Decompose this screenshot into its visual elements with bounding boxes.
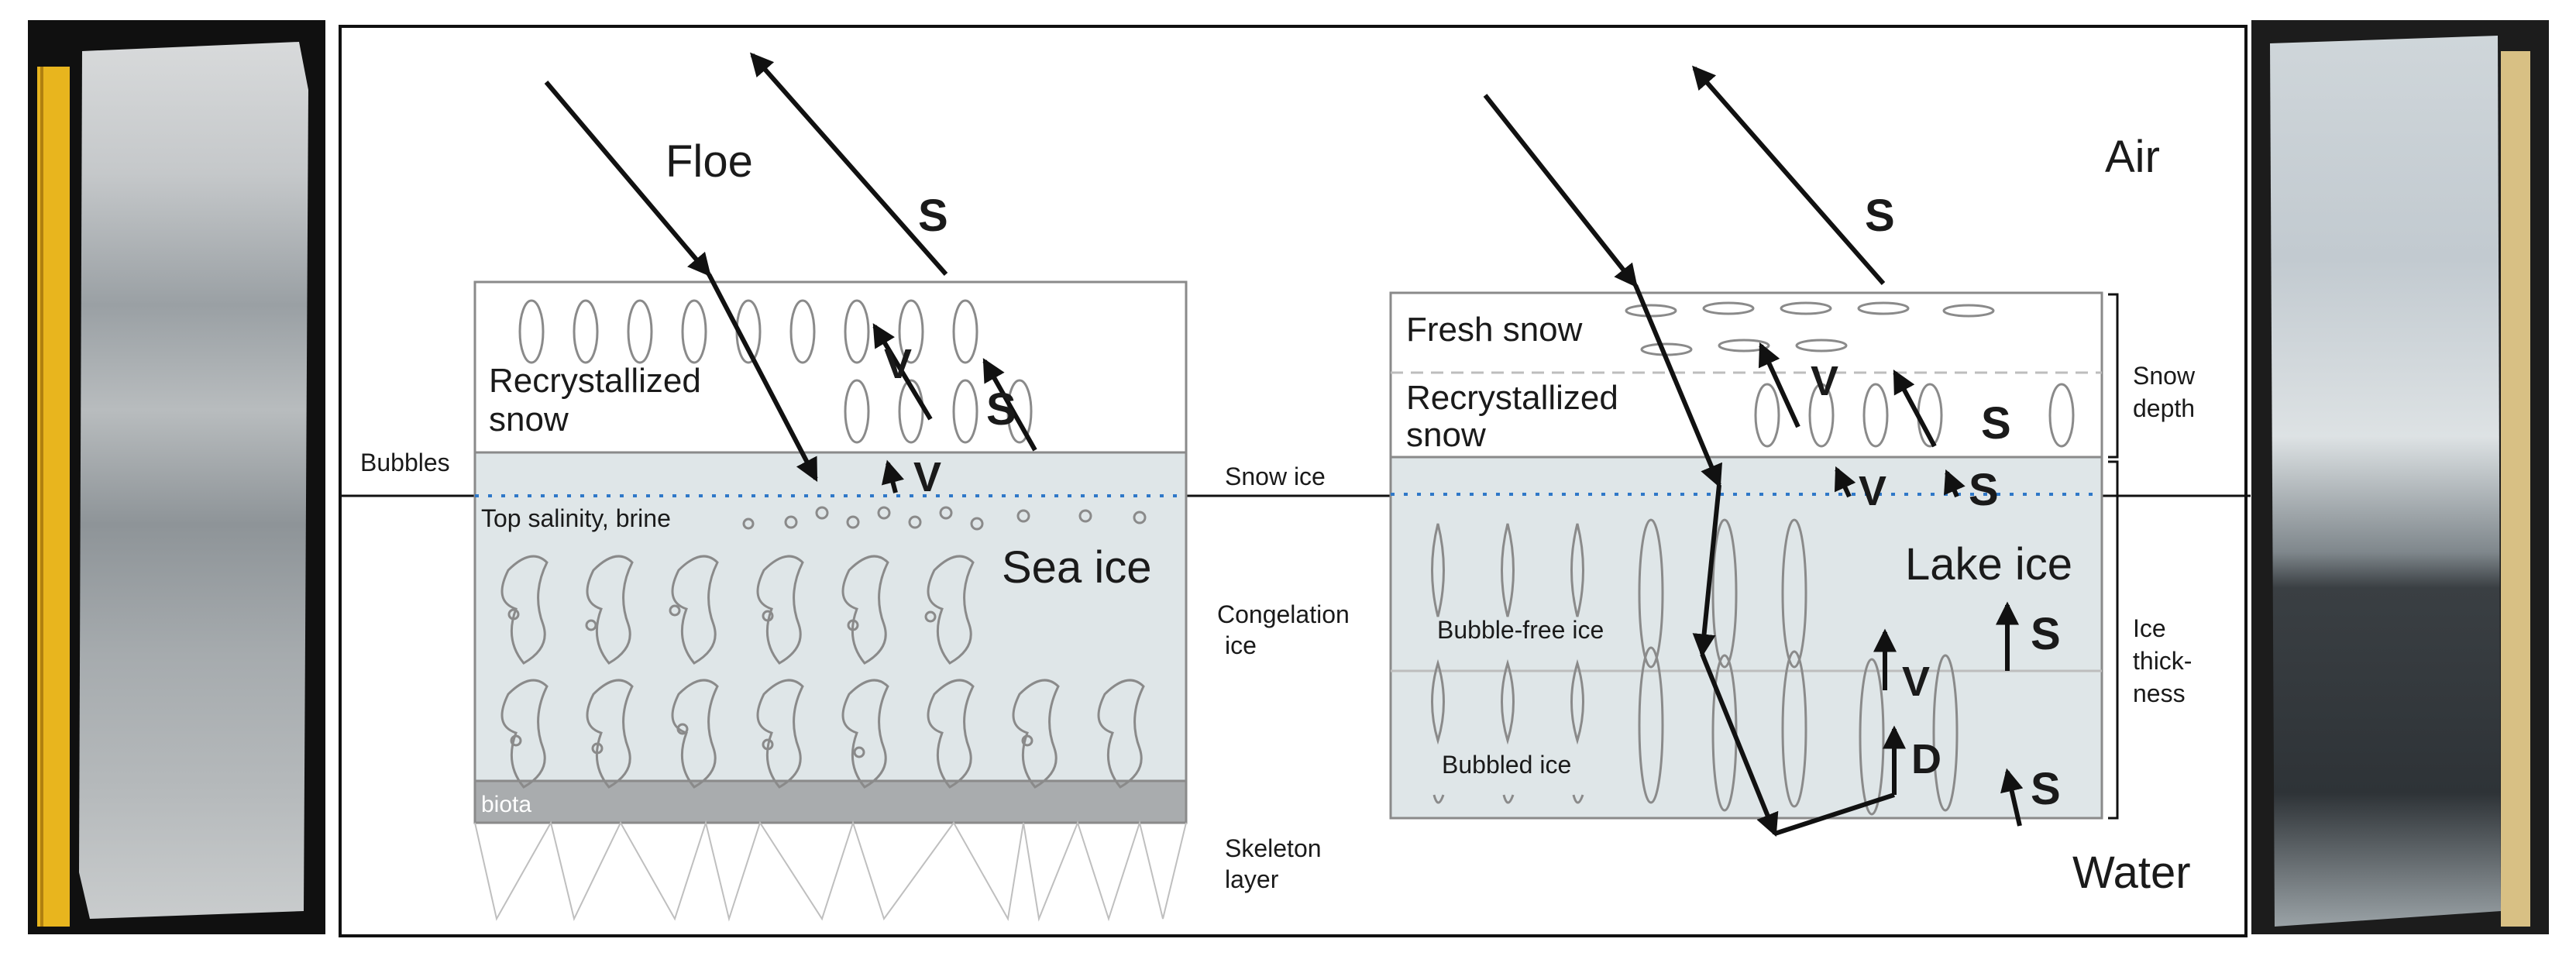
bubbles-label: Bubbles	[360, 449, 450, 476]
lake-arrows	[1483, 65, 2024, 837]
congelation-ice-label-2: ice	[1225, 631, 1257, 659]
sea-ice-label: Sea ice	[1002, 542, 1151, 593]
sea-arrow-s-label: S	[918, 191, 948, 241]
bubble-free-ice-label: Bubble-free ice	[1437, 616, 1604, 644]
lake-snow-bubbles	[1754, 383, 2075, 448]
floe-label: Floe	[665, 136, 753, 187]
sea-arrows	[544, 52, 1037, 493]
skeleton-layer-label-2: layer	[1225, 865, 1279, 893]
lake-s-label-upper: S	[1981, 398, 2011, 449]
sea-recrystallized-label: Recrystallized	[489, 362, 701, 400]
snow-ice-label: Snow ice	[1225, 463, 1326, 490]
sea-v-label-lower: V	[913, 454, 941, 500]
lake-recrystallized-label-2: snow	[1406, 416, 1486, 454]
ice-schematic-diagram: Floe S Recrystallized snow V S V Bubbles…	[339, 25, 2251, 937]
lake-ice-label: Lake ice	[1905, 539, 2072, 590]
ice-core	[79, 42, 308, 919]
sea-ice-layer	[473, 451, 1188, 782]
sea-ice-core-photo	[28, 20, 325, 934]
lake-s-label-middle: S	[1969, 465, 1999, 515]
sea-s-label-upper: S	[986, 384, 1016, 435]
biota-layer	[473, 779, 1188, 824]
skeleton-layer-label: Skeleton	[1225, 834, 1322, 862]
congelation-ice-label: Congelation	[1217, 600, 1350, 628]
lake-s-label-bottom: S	[2031, 764, 2061, 814]
lake-v-label-lower: V	[1902, 659, 1930, 705]
skeleton-layer-spikes	[474, 820, 1187, 922]
sea-snow-bubbles	[518, 299, 1033, 444]
air-label: Air	[2105, 132, 2160, 182]
top-salinity-label: Top salinity, brine	[481, 504, 671, 532]
d-label: D	[1911, 736, 1941, 782]
ice-thickness-label: Ice	[2133, 614, 2166, 642]
ice-core	[2270, 36, 2501, 927]
ice-thickness-label-2: thick-	[2133, 647, 2192, 675]
schematic-canvas: Floe S Recrystallized snow V S V Bubbles…	[342, 52, 2251, 922]
ruler	[2501, 51, 2530, 927]
lake-v-label-upper: V	[1811, 358, 1838, 404]
lake-arrow-s-label: S	[1865, 191, 1895, 241]
ice-thickness-bracket	[2108, 460, 2119, 820]
lake-ice-core-photo	[2251, 20, 2549, 934]
sea-v-label-upper: V	[884, 341, 912, 387]
brine-pocket-cells	[500, 555, 1145, 789]
snow-depth-label: Snow	[2133, 362, 2196, 390]
sea-recrystallized-label-2: snow	[489, 401, 569, 438]
biota-label: biota	[481, 792, 531, 817]
ice-thickness-label-3: ness	[2133, 679, 2186, 707]
lake-s-label-lower: S	[2031, 609, 2061, 659]
snow-depth-bracket	[2108, 293, 2119, 459]
snow-depth-label-2: depth	[2133, 394, 2195, 422]
water-label: Water	[2072, 848, 2191, 898]
bubbled-ice-label: Bubbled ice	[1442, 751, 1571, 779]
lake-v-label-middle: V	[1859, 468, 1886, 514]
brine-bubbles	[742, 506, 1147, 531]
lake-recrystallized-label: Recrystallized	[1406, 379, 1618, 417]
fresh-snow-label: Fresh snow	[1406, 311, 1583, 349]
